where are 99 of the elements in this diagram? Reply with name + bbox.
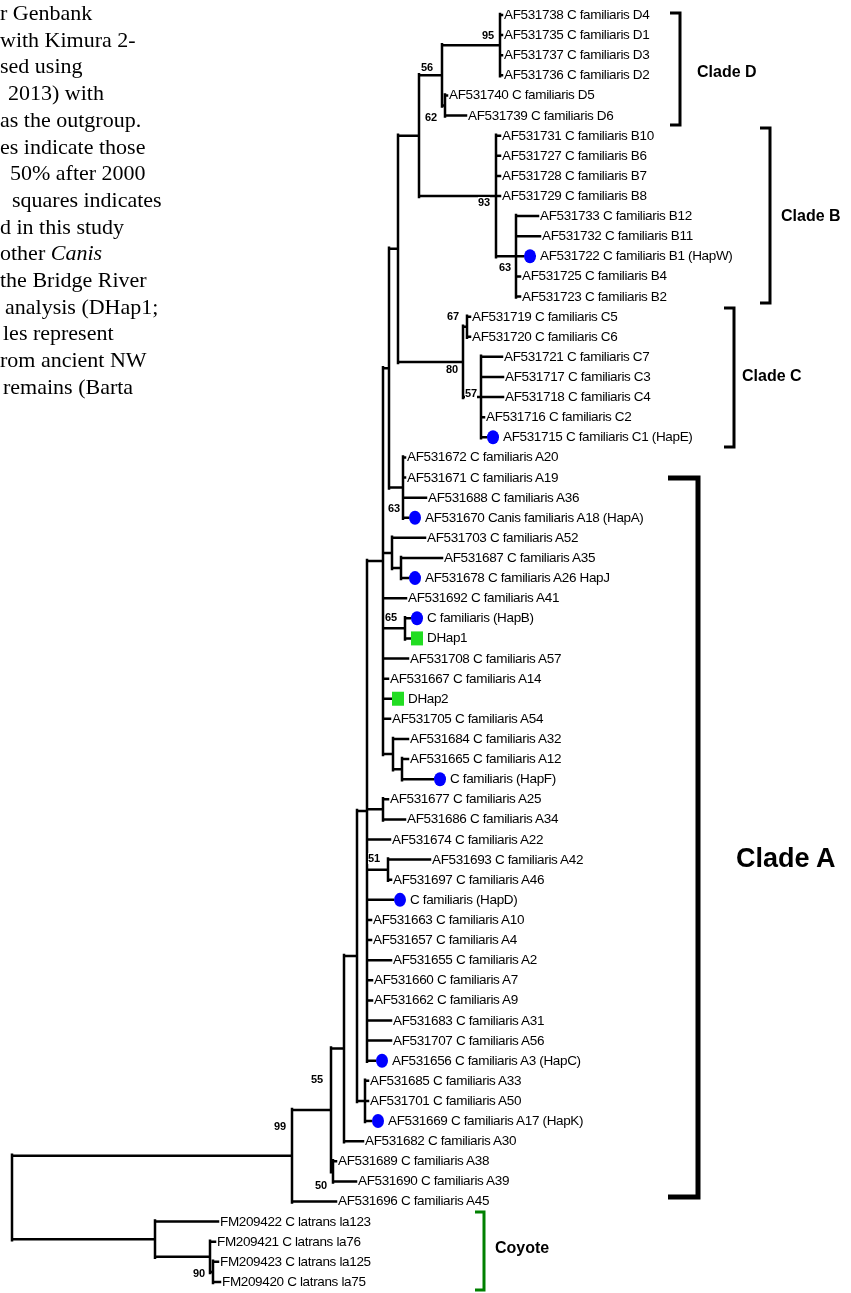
bootstrap-value: 55 bbox=[311, 1074, 324, 1085]
taxon-label: FM209420 C latrans la75 bbox=[222, 1274, 366, 1289]
taxon-label: AF531728 C familiaris B7 bbox=[502, 168, 647, 183]
bootstrap-value: 99 bbox=[274, 1121, 287, 1132]
caption-text: as the outgroup. bbox=[0, 108, 142, 131]
caption-text: sed using bbox=[0, 55, 83, 78]
taxon-label: AF531739 C familiaris D6 bbox=[468, 108, 614, 123]
caption-text: es indicate those bbox=[0, 135, 146, 158]
taxon-label: AF531690 C familiaris A39 bbox=[358, 1174, 510, 1188]
taxon-label: AF531683 C familiaris A31 bbox=[393, 1013, 545, 1027]
taxon-label: AF531671 C familiaris A19 bbox=[407, 470, 559, 484]
taxon-label: AF531697 C familiaris A46 bbox=[393, 872, 545, 887]
bootstrap-value: 80 bbox=[446, 364, 459, 375]
taxon-label: AF531693 C familiaris A42 bbox=[432, 852, 584, 867]
bootstrap-value: 57 bbox=[465, 388, 478, 399]
taxon-label: AF531727 C familiaris B6 bbox=[502, 148, 647, 163]
taxon-label: AF531723 C familiaris B2 bbox=[522, 289, 667, 304]
caption-text: 50% after 2000 bbox=[10, 162, 146, 185]
taxon-label: AF531669 C familiaris A17 (HapK) bbox=[388, 1114, 584, 1128]
taxon-label: AF531692 C familiaris A41 bbox=[408, 591, 560, 605]
bootstrap-value: 62 bbox=[425, 112, 438, 123]
taxon-label: AF531707 C familiaris A56 bbox=[393, 1033, 545, 1048]
taxon-label: AF531686 C familiaris A34 bbox=[407, 812, 559, 826]
taxon-label: AF531689 C familiaris A38 bbox=[338, 1154, 490, 1168]
taxon-label: AF531660 C familiaris A7 bbox=[374, 973, 518, 987]
caption-text: the Bridge River bbox=[0, 269, 147, 291]
taxon-label: AF531733 C familiaris B12 bbox=[540, 209, 692, 223]
caption-text: les represent bbox=[3, 322, 114, 345]
taxon-label: AF531662 C familiaris A9 bbox=[374, 993, 518, 1007]
taxon-label: AF531740 C familiaris D5 bbox=[449, 88, 595, 102]
taxon-label: FM209422 C latrans la123 bbox=[220, 1214, 371, 1229]
taxon-label: AF531655 C familiaris A2 bbox=[393, 953, 537, 967]
clade-label: Clade A bbox=[736, 845, 836, 872]
taxon-label: AF531732 C familiaris B11 bbox=[542, 229, 693, 243]
bootstrap-value: 63 bbox=[388, 503, 401, 514]
caption-text: other Canis bbox=[0, 242, 103, 265]
taxon-label: AF531682 C familiaris A30 bbox=[365, 1134, 517, 1148]
taxon-label: AF531720 C familiaris C6 bbox=[472, 329, 618, 344]
clade-label: Coyote bbox=[495, 1240, 550, 1256]
caption-text: d in this study bbox=[0, 215, 125, 238]
bootstrap-value: 63 bbox=[499, 262, 512, 273]
taxon-label: AF531719 C familiaris C5 bbox=[472, 309, 618, 324]
taxon-label: AF531736 C familiaris D2 bbox=[504, 68, 650, 82]
taxon-label: AF531674 C familiaris A22 bbox=[392, 832, 544, 846]
taxon-label: AF531725 C familiaris B4 bbox=[522, 269, 667, 283]
taxon-label: AF531677 C familiaris A25 bbox=[390, 792, 542, 806]
taxon-label: AF531738 C familiaris D4 bbox=[504, 8, 650, 22]
taxon-label: AF531657 C familiaris A4 bbox=[373, 933, 517, 947]
taxon-label: AF531672 C familiaris A20 bbox=[407, 450, 559, 464]
bootstrap-value: 93 bbox=[478, 197, 491, 208]
bootstrap-value: 51 bbox=[368, 853, 381, 864]
caption-text: with Kimura 2- bbox=[0, 28, 136, 51]
taxon-label: AF531715 C familiaris C1 (HapE) bbox=[503, 430, 693, 444]
taxon-label: AF531656 C familiaris A3 (HapC) bbox=[392, 1053, 581, 1068]
taxon-label: FM209421 C latrans la76 bbox=[217, 1234, 361, 1249]
taxon-label: AF531716 C familiaris C2 bbox=[486, 410, 632, 424]
clade-label: Clade D bbox=[697, 64, 757, 80]
taxon-label: AF531687 C familiaris A35 bbox=[444, 550, 596, 565]
taxon-label: AF531718 C familiaris C4 bbox=[505, 390, 651, 404]
taxon-label: AF531667 C familiaris A14 bbox=[390, 671, 542, 686]
taxon-label: AF531696 C familiaris A45 bbox=[338, 1194, 490, 1208]
taxon-label: C familiaris (HapF) bbox=[450, 772, 556, 786]
bootstrap-value: 95 bbox=[482, 30, 495, 41]
caption-text: squares indicates bbox=[12, 188, 162, 211]
taxon-label: DHap2 bbox=[408, 691, 449, 706]
taxon-label: C familiaris (HapD) bbox=[410, 892, 518, 907]
taxon-label: AF531721 C familiaris C7 bbox=[504, 349, 650, 364]
clade-label: Clade C bbox=[742, 368, 802, 384]
taxon-label: AF531701 C familiaris A50 bbox=[370, 1093, 522, 1108]
taxon-label: AF531663 C familiaris A10 bbox=[373, 912, 525, 927]
bootstrap-value: 50 bbox=[315, 1180, 328, 1191]
taxon-label: AF531665 C familiaris A12 bbox=[410, 752, 562, 766]
taxon-label: AF531708 C familiaris A57 bbox=[410, 651, 562, 665]
taxon-label: DHap1 bbox=[427, 631, 468, 645]
bootstrap-value: 56 bbox=[421, 62, 434, 73]
taxon-label: AF531735 C familiaris D1 bbox=[504, 28, 650, 42]
taxon-label: AF531722 C familiaris B1 (HapW) bbox=[540, 249, 733, 263]
caption-text: remains (Barta bbox=[3, 375, 134, 398]
taxon-label: AF531717 C familiaris C3 bbox=[505, 369, 651, 384]
bootstrap-value: 67 bbox=[447, 311, 460, 322]
taxon-label: AF531685 C familiaris A33 bbox=[370, 1073, 522, 1088]
taxon-label: AF531688 C familiaris A36 bbox=[428, 490, 580, 505]
taxon-label: FM209423 C latrans la125 bbox=[220, 1254, 371, 1269]
taxon-label: AF531729 C familiaris B8 bbox=[502, 189, 647, 203]
taxon-label: C familiaris (HapB) bbox=[427, 611, 534, 625]
caption-text: 2013) with bbox=[8, 82, 104, 105]
taxon-label: AF531731 C familiaris B10 bbox=[502, 128, 654, 143]
taxon-label: AF531705 C familiaris A54 bbox=[392, 711, 544, 726]
caption-text: rom ancient NW bbox=[0, 349, 147, 372]
taxon-label: AF531703 C familiaris A52 bbox=[427, 530, 579, 545]
clade-label: Clade B bbox=[781, 208, 841, 224]
taxon-label: AF531737 C familiaris D3 bbox=[504, 48, 650, 62]
bootstrap-value: 90 bbox=[193, 1268, 206, 1279]
taxon-label: AF531670 Canis familiaris A18 (HapA) bbox=[425, 510, 644, 525]
taxon-label: AF531684 C familiaris A32 bbox=[410, 731, 562, 746]
caption-text: r Genbank bbox=[0, 2, 93, 24]
taxon-label: AF531678 C familiaris A26 HapJ bbox=[425, 571, 610, 585]
bootstrap-value: 65 bbox=[385, 612, 398, 623]
caption-text: analysis (DHap1; bbox=[5, 295, 159, 318]
